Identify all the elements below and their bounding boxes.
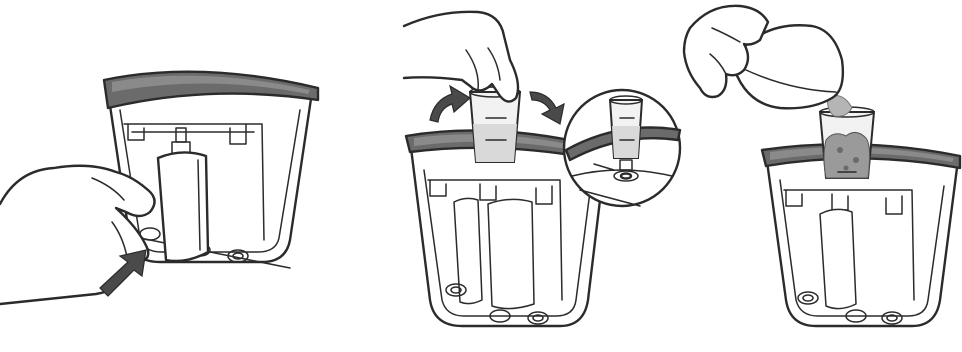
- panel-3-pour-food: [684, 6, 960, 326]
- hand-icon: [404, 12, 518, 102]
- rotate-right-arrow-icon: [530, 92, 564, 124]
- panel-2-twist-cup: [404, 12, 680, 326]
- rotate-left-arrow-icon: [430, 86, 470, 122]
- measuring-cup: [820, 107, 874, 178]
- machine-body: [766, 154, 958, 326]
- hand-icon: [0, 166, 155, 304]
- detail-magnifier: [564, 90, 680, 206]
- panel-1-insert-pouch: [0, 72, 318, 304]
